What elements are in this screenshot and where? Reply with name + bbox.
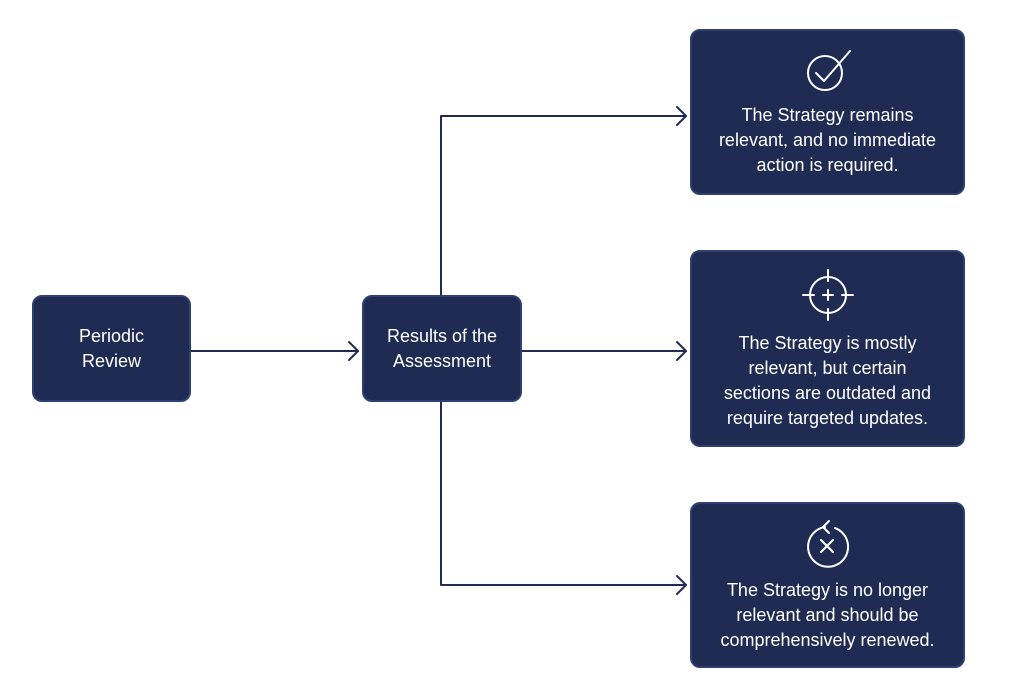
outcome-text-line: sections are outdated and — [723, 382, 932, 403]
node-outcome-renew: The Strategy is no longer relevant and s… — [690, 502, 965, 668]
edge-results-to-relevant — [440, 115, 687, 297]
node-label-line: Assessment — [392, 350, 492, 371]
arrowhead-results — [348, 341, 359, 361]
node-outcome-targeted: The Strategy is mostly relevant, but cer… — [690, 250, 965, 447]
arrowhead-targeted — [676, 341, 687, 361]
edge-results-to-renew — [440, 401, 687, 586]
outcome-text-line: The Strategy remains — [741, 104, 914, 125]
renew-x-icon — [806, 519, 849, 568]
outcome-text-line: comprehensively renewed. — [720, 629, 935, 650]
node-label-line: Periodic — [78, 325, 145, 346]
node-results-assessment: Results of the Assessment — [362, 295, 522, 402]
node-label-line: Review — [81, 350, 142, 371]
outcome-text-line: action is required. — [756, 154, 899, 175]
check-circle-icon — [806, 49, 851, 91]
arrowhead-relevant — [676, 106, 687, 126]
outcome-text-line: require targeted updates. — [726, 407, 929, 428]
outcome-text-line: relevant, and no immediate — [718, 129, 937, 150]
crosshair-icon — [801, 268, 854, 321]
node-outcome-relevant: The Strategy remains relevant, and no im… — [690, 29, 965, 195]
outcome-text-line: relevant and should be — [736, 604, 919, 625]
outcome-text-line: The Strategy is mostly — [738, 332, 917, 353]
outcome-text-line: relevant, but certain — [748, 357, 907, 378]
outcome-text-line: The Strategy is no longer — [726, 579, 929, 600]
arrowhead-renew — [676, 575, 687, 595]
node-label-line: Results of the — [386, 325, 498, 346]
node-periodic-review: Periodic Review — [32, 295, 191, 402]
